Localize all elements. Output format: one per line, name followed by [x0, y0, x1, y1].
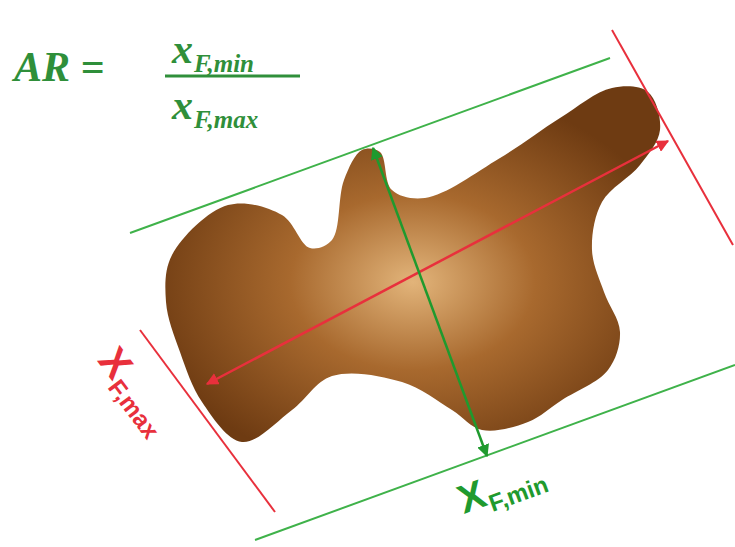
feret-max-line	[612, 30, 733, 245]
symbol: x	[172, 28, 193, 70]
aspect-ratio-formula: xF,max	[172, 84, 258, 132]
dimension-label: XF,max	[87, 340, 181, 443]
subscript: F,min	[194, 51, 254, 76]
symbol: X	[452, 473, 491, 520]
subscript: F,max	[194, 107, 258, 132]
particle-shape	[165, 86, 660, 442]
symbol: X	[92, 340, 140, 385]
symbol: x	[172, 84, 193, 126]
subscript: F,min	[486, 473, 552, 517]
symbol: AR =	[14, 46, 104, 88]
feret-max-arrow	[207, 141, 668, 384]
feret-min-line	[130, 58, 610, 233]
feret-max-line	[140, 330, 275, 512]
subscript: F,max	[104, 376, 163, 444]
aspect-ratio-formula: AR =	[14, 46, 104, 88]
feret-min-line	[255, 365, 735, 540]
feret-min-arrow	[373, 148, 487, 456]
aspect-ratio-formula: xF,min	[172, 28, 254, 76]
